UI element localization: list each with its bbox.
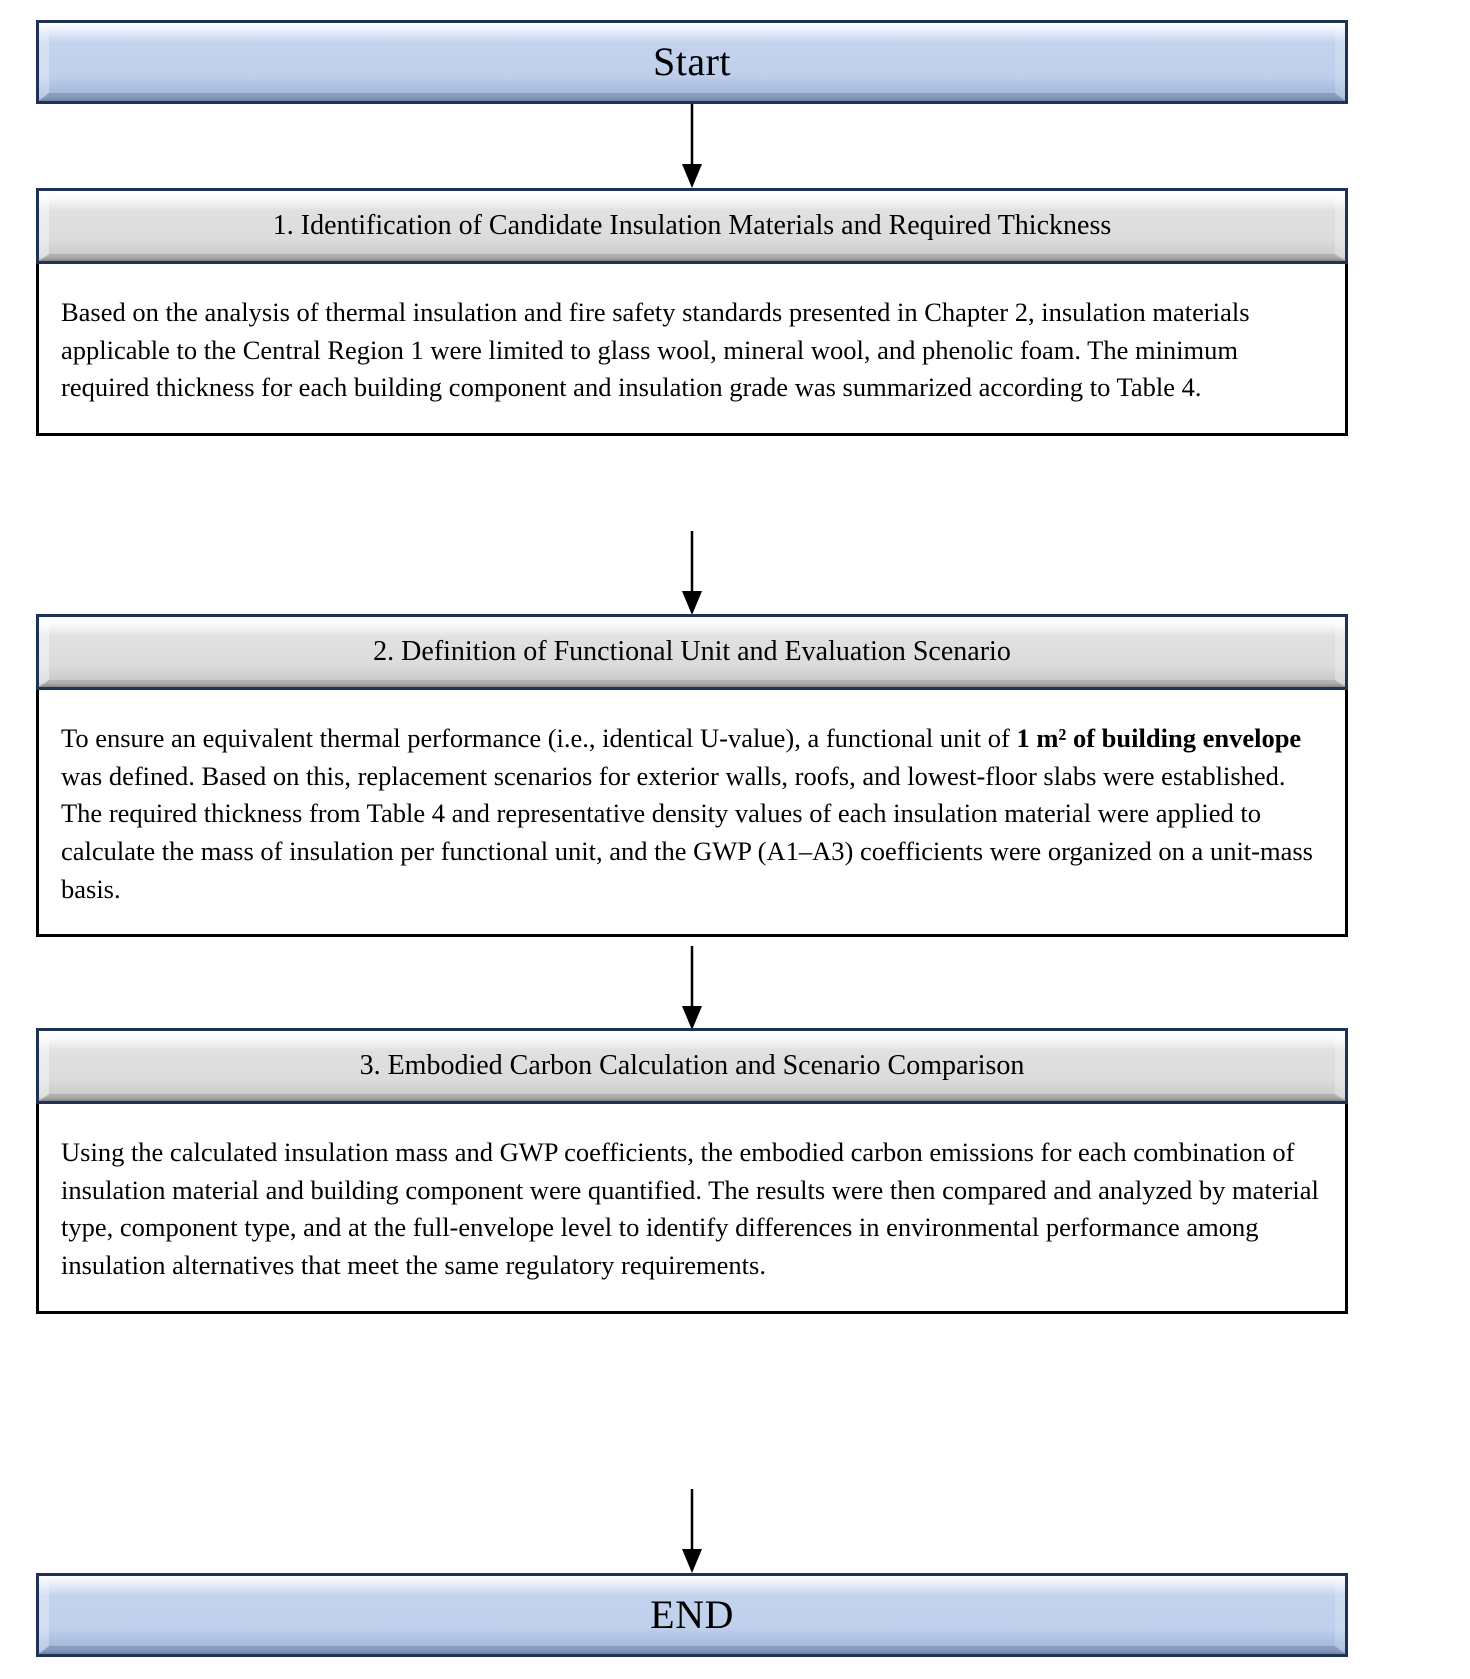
process-step-2: 2. Definition of Functional Unit and Eva… <box>36 614 1348 938</box>
step-3-header[interactable]: 3. Embodied Carbon Calculation and Scena… <box>36 1028 1348 1104</box>
end-label: END <box>650 1592 734 1637</box>
step-1-header-label: 1. Identification of Candidate Insulatio… <box>272 209 1112 241</box>
step-1-body-text: Based on the analysis of thermal insulat… <box>61 297 1250 403</box>
connector-step-1-to-step-2 <box>0 531 1470 615</box>
step-1-header[interactable]: 1. Identification of Candidate Insulatio… <box>36 188 1348 264</box>
end-terminator[interactable]: END <box>36 1573 1348 1657</box>
step-3-body-text: Using the calculated insulation mass and… <box>61 1137 1319 1280</box>
process-step-3: 3. Embodied Carbon Calculation and Scena… <box>36 1028 1348 1314</box>
step-2-body: To ensure an equivalent thermal performa… <box>36 690 1348 938</box>
start-label: Start <box>652 39 732 84</box>
connector-start-to-step-1 <box>0 104 1470 188</box>
step-2-header[interactable]: 2. Definition of Functional Unit and Eva… <box>36 614 1348 690</box>
step-3-body: Using the calculated insulation mass and… <box>36 1104 1348 1314</box>
step-2-header-label: 2. Definition of Functional Unit and Eva… <box>373 635 1011 667</box>
step-2-body-text: To ensure an equivalent thermal performa… <box>61 723 1313 904</box>
process-step-1: 1. Identification of Candidate Insulatio… <box>36 188 1348 436</box>
step-3-header-label: 3. Embodied Carbon Calculation and Scena… <box>359 1049 1025 1081</box>
start-terminator[interactable]: Start <box>36 20 1348 104</box>
connector-step-2-to-step-3 <box>0 946 1470 1030</box>
connector-step-3-to-end <box>0 1489 1470 1573</box>
step-1-body: Based on the analysis of thermal insulat… <box>36 264 1348 436</box>
